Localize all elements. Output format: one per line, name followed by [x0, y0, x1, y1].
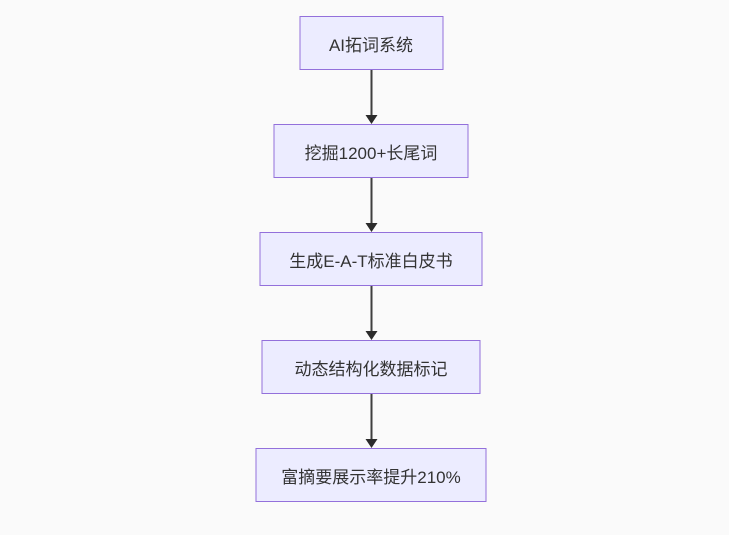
arrow-down-icon [365, 331, 377, 340]
arrow-line [370, 178, 372, 223]
flow-arrow-1 [365, 70, 377, 124]
flow-node-rich-snippet-rate-increase: 富摘要展示率提升210% [255, 448, 487, 502]
flow-node-dynamic-structured-data-markup: 动态结构化数据标记 [261, 340, 481, 394]
arrow-line [370, 70, 372, 115]
arrow-down-icon [365, 223, 377, 232]
flow-arrow-4 [365, 394, 377, 448]
flow-arrow-3 [365, 286, 377, 340]
flow-arrow-2 [365, 178, 377, 232]
flow-node-ai-word-expansion-system: AI拓词系统 [299, 16, 443, 70]
arrow-down-icon [365, 115, 377, 124]
flow-node-longtail-keyword-mining: 挖掘1200+长尾词 [273, 124, 469, 178]
arrow-line [370, 394, 372, 439]
arrow-line [370, 286, 372, 331]
arrow-down-icon [365, 439, 377, 448]
flowchart-column: AI拓词系统 挖掘1200+长尾词 生成E-A-T标准白皮书 动态结构化数据标记… [255, 16, 487, 502]
flow-node-eat-whitepaper-generation: 生成E-A-T标准白皮书 [259, 232, 483, 286]
